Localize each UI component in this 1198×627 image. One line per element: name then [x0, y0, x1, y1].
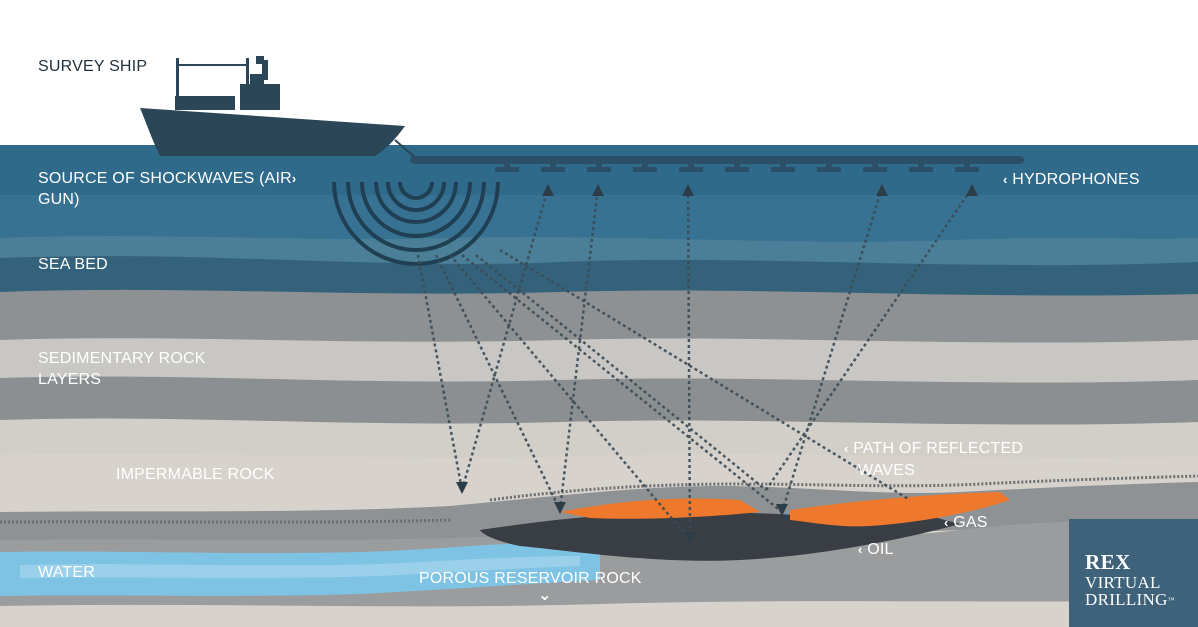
- water-layer-highlight: [20, 556, 580, 578]
- logo-line-drilling: DRILLING™: [1085, 591, 1175, 609]
- label-path-line2: WAVES: [858, 462, 916, 479]
- logo-trademark: ™: [1167, 596, 1175, 604]
- label-source-line2: GUN): [38, 191, 80, 208]
- arrow-left-icon: ‹: [858, 542, 863, 557]
- label-gas: ‹ GAS: [944, 513, 988, 533]
- label-hydrophones-text: HYDROPHONES: [1012, 171, 1140, 188]
- label-source-line1: SOURCE OF SHOCKWAVES (AIR›: [38, 169, 296, 189]
- gas-pocket-2: [790, 492, 1010, 527]
- label-sedimentary-line2: LAYERS: [38, 371, 102, 388]
- sea-gradient: [0, 195, 1198, 250]
- shockwave-arcs-icon: [332, 181, 500, 266]
- label-source-text: SOURCE OF SHOCKWAVES (AIR: [38, 170, 292, 187]
- rex-virtual-drilling-logo: REX VIRTUAL DRILLING™: [1069, 519, 1198, 627]
- label-porous-reservoir-rock: POROUS RESERVOIR ROCK: [419, 570, 642, 587]
- label-sedimentary-line1: SEDIMENTARY ROCK: [38, 350, 206, 367]
- hydrophone-streamer: [410, 156, 1024, 164]
- label-survey-ship: SURVEY SHIP: [38, 58, 148, 75]
- logo-line-virtual: VIRTUAL: [1085, 573, 1161, 592]
- logo-drilling-text: DRILLING: [1085, 590, 1168, 609]
- label-path-text: PATH OF REFLECTED: [853, 440, 1024, 457]
- label-impermable-rock: IMPERMABLE ROCK: [116, 466, 275, 483]
- label-water: WATER: [38, 564, 95, 581]
- sedimentary-band-1: [0, 289, 1198, 352]
- logo-line-rex: REX: [1085, 550, 1131, 574]
- label-hydrophones: ‹ HYDROPHONES: [1003, 170, 1140, 190]
- hydrophone-sensors: [495, 162, 979, 172]
- reflector-line-1: [0, 518, 451, 524]
- label-sea-bed: SEA BED: [38, 256, 108, 273]
- arrow-left-icon: ‹: [844, 441, 849, 456]
- reflected-wave-paths: [416, 187, 974, 541]
- sedimentary-band-3: [0, 376, 1198, 432]
- seabed-dark-band: [0, 256, 1198, 304]
- arrow-left-icon: ‹: [944, 515, 949, 530]
- survey-ship-icon: [140, 56, 405, 156]
- label-gas-text: GAS: [953, 514, 988, 531]
- arrow-right-icon: ›: [291, 171, 297, 186]
- label-oil: ‹ OIL: [858, 540, 894, 560]
- label-path-line1: ‹ PATH OF REFLECTED: [844, 439, 1023, 459]
- arrow-down-icon: ⌄: [538, 587, 552, 604]
- label-oil-text: OIL: [867, 541, 894, 558]
- arrow-left-icon: ‹: [1003, 172, 1008, 187]
- sedimentary-band-2: [0, 338, 1198, 388]
- gas-pocket-1: [560, 498, 760, 519]
- wave-arrowheads: [456, 184, 978, 544]
